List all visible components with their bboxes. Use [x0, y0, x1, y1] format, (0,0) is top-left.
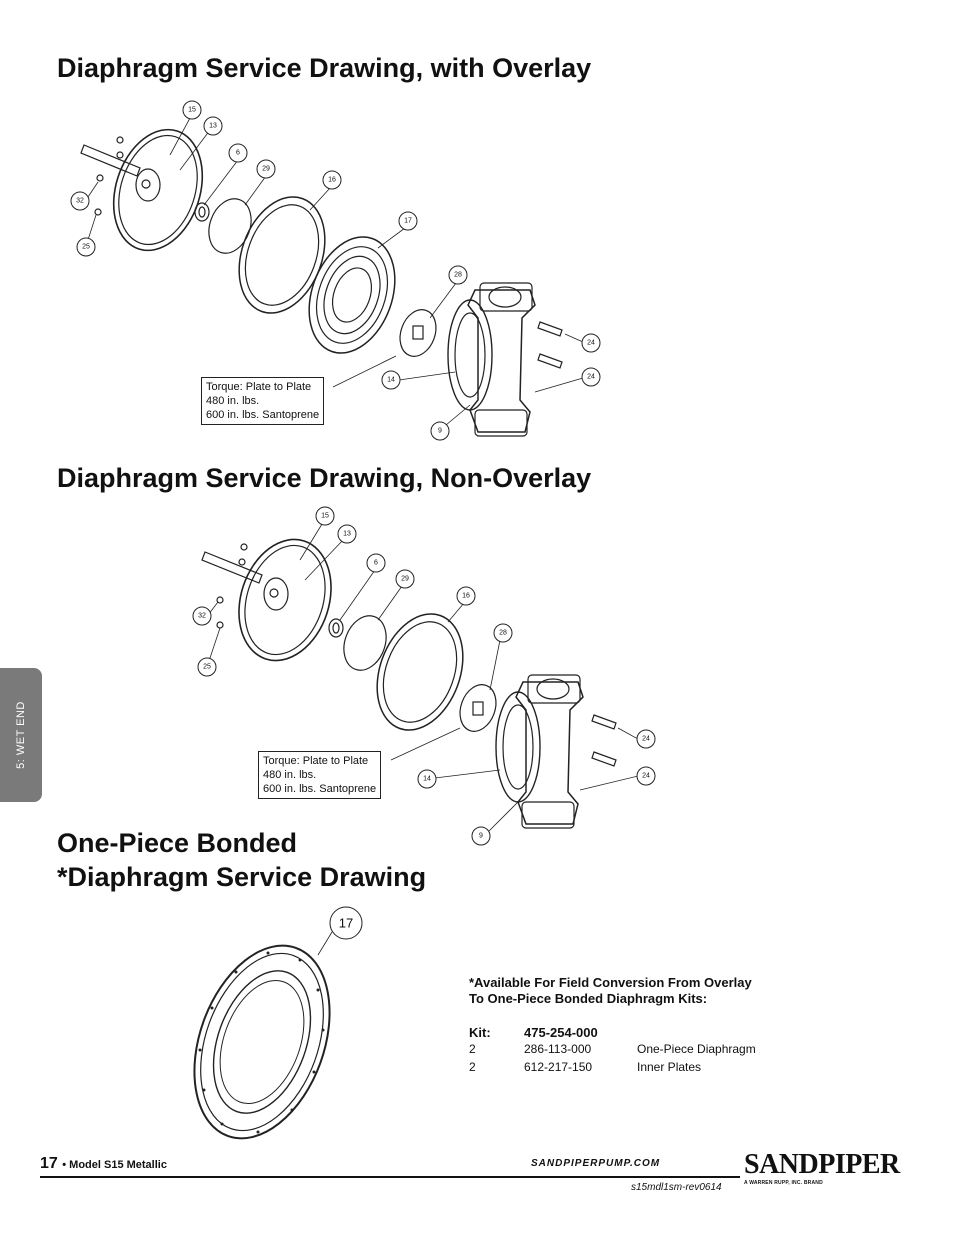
torque-note-non-overlay: Torque: Plate to Plate 480 in. lbs. 600 … [258, 751, 382, 799]
callout-9: 9 [430, 421, 450, 441]
kit-note-line-2: To One-Piece Bonded Diaphragm Kits: [469, 991, 708, 1006]
kit-number: 475-254-000 [524, 1025, 598, 1040]
kit-item-desc: Inner Plates [637, 1060, 702, 1074]
callout-29: 29 [395, 569, 415, 589]
callouts-overlay: 15 13 6 29 16 17 28 24 24 14 9 32 25 [70, 100, 601, 441]
callout-32: 32 [70, 191, 90, 211]
kit-item-part: 286-113-000 [524, 1042, 592, 1056]
callout-6: 6 [228, 143, 248, 163]
callout-24-b: 24 [581, 367, 601, 387]
section-title-bonded-line1: One-Piece Bonded [57, 828, 298, 858]
website-link[interactable]: SANDPIPERPUMP.COM [531, 1158, 661, 1169]
callout-25: 25 [197, 657, 217, 677]
svg-text:13: 13 [343, 531, 351, 538]
torque-line-1: Torque: Plate to Plate [263, 755, 369, 767]
section-title-non-overlay: Diaphragm Service Drawing, Non-Overlay [57, 463, 592, 493]
svg-text:32: 32 [76, 198, 84, 205]
svg-text:16: 16 [328, 177, 336, 184]
callout-28: 28 [448, 265, 468, 285]
svg-text:17: 17 [339, 916, 353, 931]
svg-text:24: 24 [587, 340, 595, 347]
svg-text:29: 29 [262, 166, 270, 173]
svg-text:25: 25 [82, 244, 90, 251]
svg-text:17: 17 [404, 218, 412, 225]
torque-line-3: 600 in. lbs. Santoprene [263, 783, 377, 795]
callout-15: 15 [315, 506, 335, 526]
callout-13: 13 [203, 116, 223, 136]
svg-text:25: 25 [203, 664, 211, 671]
doc-code: s15mdl1sm-rev0614 [631, 1182, 722, 1193]
callout-15: 15 [182, 100, 202, 120]
callouts-non-overlay: 15 13 6 29 16 28 24 24 14 9 32 25 [192, 506, 656, 846]
exploded-drawing-non-overlay: 15 13 6 29 16 28 24 24 14 9 32 25 [192, 506, 656, 846]
svg-text:14: 14 [387, 377, 395, 384]
torque-line-2: 480 in. lbs. [206, 395, 260, 407]
callout-24-a: 24 [636, 729, 656, 749]
side-tab-label: 5: WET END [15, 701, 27, 769]
kit-label: Kit: [469, 1025, 491, 1040]
callout-29: 29 [256, 159, 276, 179]
svg-text:9: 9 [438, 428, 442, 435]
svg-text:24: 24 [642, 773, 650, 780]
footer-rule [40, 1176, 740, 1178]
svg-text:29: 29 [401, 576, 409, 583]
footer-page-info: 17 • Model S15 Metallic [40, 1155, 167, 1173]
callout-14: 14 [417, 769, 437, 789]
callout-13: 13 [337, 524, 357, 544]
kit-item-part: 612-217-150 [524, 1060, 593, 1074]
callout-25: 25 [76, 237, 96, 257]
brand-name: SANDPIPER [744, 1149, 900, 1180]
callout-24-a: 24 [581, 333, 601, 353]
callout-16: 16 [456, 586, 476, 606]
section-title-overlay: Diaphragm Service Drawing, with Overlay [57, 53, 592, 83]
torque-note-overlay: Torque: Plate to Plate 480 in. lbs. 600 … [201, 377, 325, 425]
sandpiper-logo: SANDPIPER A WARREN RUPP, INC. BRAND [744, 1150, 904, 1192]
page-number: 17 [40, 1155, 58, 1172]
kit-note-line-1: *Available For Field Conversion From Ove… [469, 975, 752, 990]
callout-17-bonded: 17 [329, 906, 363, 940]
kit-item-desc: One-Piece Diaphragm [637, 1042, 756, 1056]
svg-text:14: 14 [423, 776, 431, 783]
svg-text:9: 9 [479, 833, 483, 840]
callout-17: 17 [398, 211, 418, 231]
svg-text:32: 32 [198, 613, 206, 620]
section-side-tab: 5: WET END [0, 668, 42, 802]
exploded-drawing-overlay: 15 13 6 29 16 17 28 24 24 14 9 32 25 [70, 100, 601, 441]
callout-6: 6 [366, 553, 386, 573]
svg-text:24: 24 [642, 736, 650, 743]
callout-16: 16 [322, 170, 342, 190]
svg-text:16: 16 [462, 593, 470, 600]
svg-text:6: 6 [374, 560, 378, 567]
svg-text:15: 15 [321, 513, 329, 520]
bonded-diaphragm-drawing: 17 [193, 906, 363, 1140]
svg-text:15: 15 [188, 107, 196, 114]
kit-item-qty: 2 [469, 1060, 476, 1074]
callout-14: 14 [381, 370, 401, 390]
brand-tagline: A WARREN RUPP, INC. BRAND [744, 1180, 823, 1186]
svg-text:24: 24 [587, 374, 595, 381]
callout-28: 28 [493, 623, 513, 643]
callout-9: 9 [471, 826, 491, 846]
torque-line-1: Torque: Plate to Plate [206, 381, 312, 393]
svg-text:28: 28 [499, 630, 507, 637]
section-title-bonded-line2: *Diaphragm Service Drawing [57, 862, 427, 892]
svg-text:13: 13 [209, 123, 217, 130]
torque-line-2: 480 in. lbs. [263, 769, 317, 781]
svg-text:6: 6 [236, 150, 240, 157]
callout-32: 32 [192, 606, 212, 626]
svg-text:28: 28 [454, 272, 462, 279]
callout-24-b: 24 [636, 766, 656, 786]
model-name: • Model S15 Metallic [62, 1159, 167, 1171]
kit-availability-note: *Available For Field Conversion From Ove… [469, 975, 752, 1007]
torque-line-3: 600 in. lbs. Santoprene [206, 409, 320, 421]
kit-item-qty: 2 [469, 1042, 476, 1056]
